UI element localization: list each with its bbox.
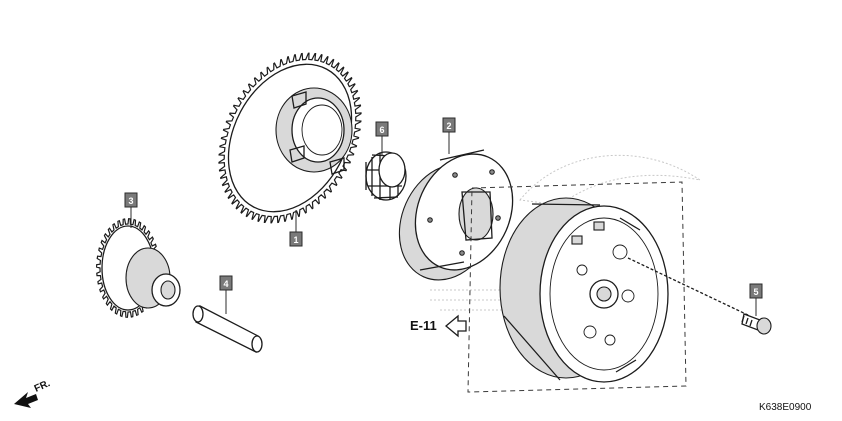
callout-label: 4 — [223, 279, 228, 289]
callout-part-1: 1 — [289, 210, 303, 247]
reference-e11-label: E-11 — [410, 318, 437, 333]
callout-label: 6 — [379, 125, 384, 135]
callout-label: 3 — [128, 196, 133, 206]
callout-label: 2 — [446, 121, 451, 131]
front-direction-indicator: FR. — [14, 378, 52, 408]
reference-arrow-icon — [444, 314, 467, 338]
reduction-gear — [95, 218, 181, 318]
callout-part-3: 3 — [124, 192, 138, 228]
callout-label: 1 — [293, 235, 298, 245]
callout-part-5: 5 — [749, 283, 763, 316]
callout-label: 5 — [753, 287, 758, 297]
reference-e11: E-11 — [410, 314, 467, 338]
callout-part-6: 6 — [375, 121, 389, 156]
subassembly-outline — [467, 181, 687, 393]
needle-bearing — [365, 151, 407, 201]
reduction-gear-shaft — [192, 305, 263, 353]
diagram-code: K638E0900 — [759, 402, 812, 413]
front-arrow-icon — [14, 392, 38, 408]
starter-driven-gear — [218, 52, 362, 224]
callout-part-4: 4 — [219, 275, 233, 314]
starter-clutch — [398, 149, 514, 281]
callout-part-2: 2 — [442, 117, 456, 154]
front-direction-label: FR. — [33, 378, 52, 395]
flywheel — [499, 197, 669, 383]
flywheel-bolt — [627, 257, 772, 335]
